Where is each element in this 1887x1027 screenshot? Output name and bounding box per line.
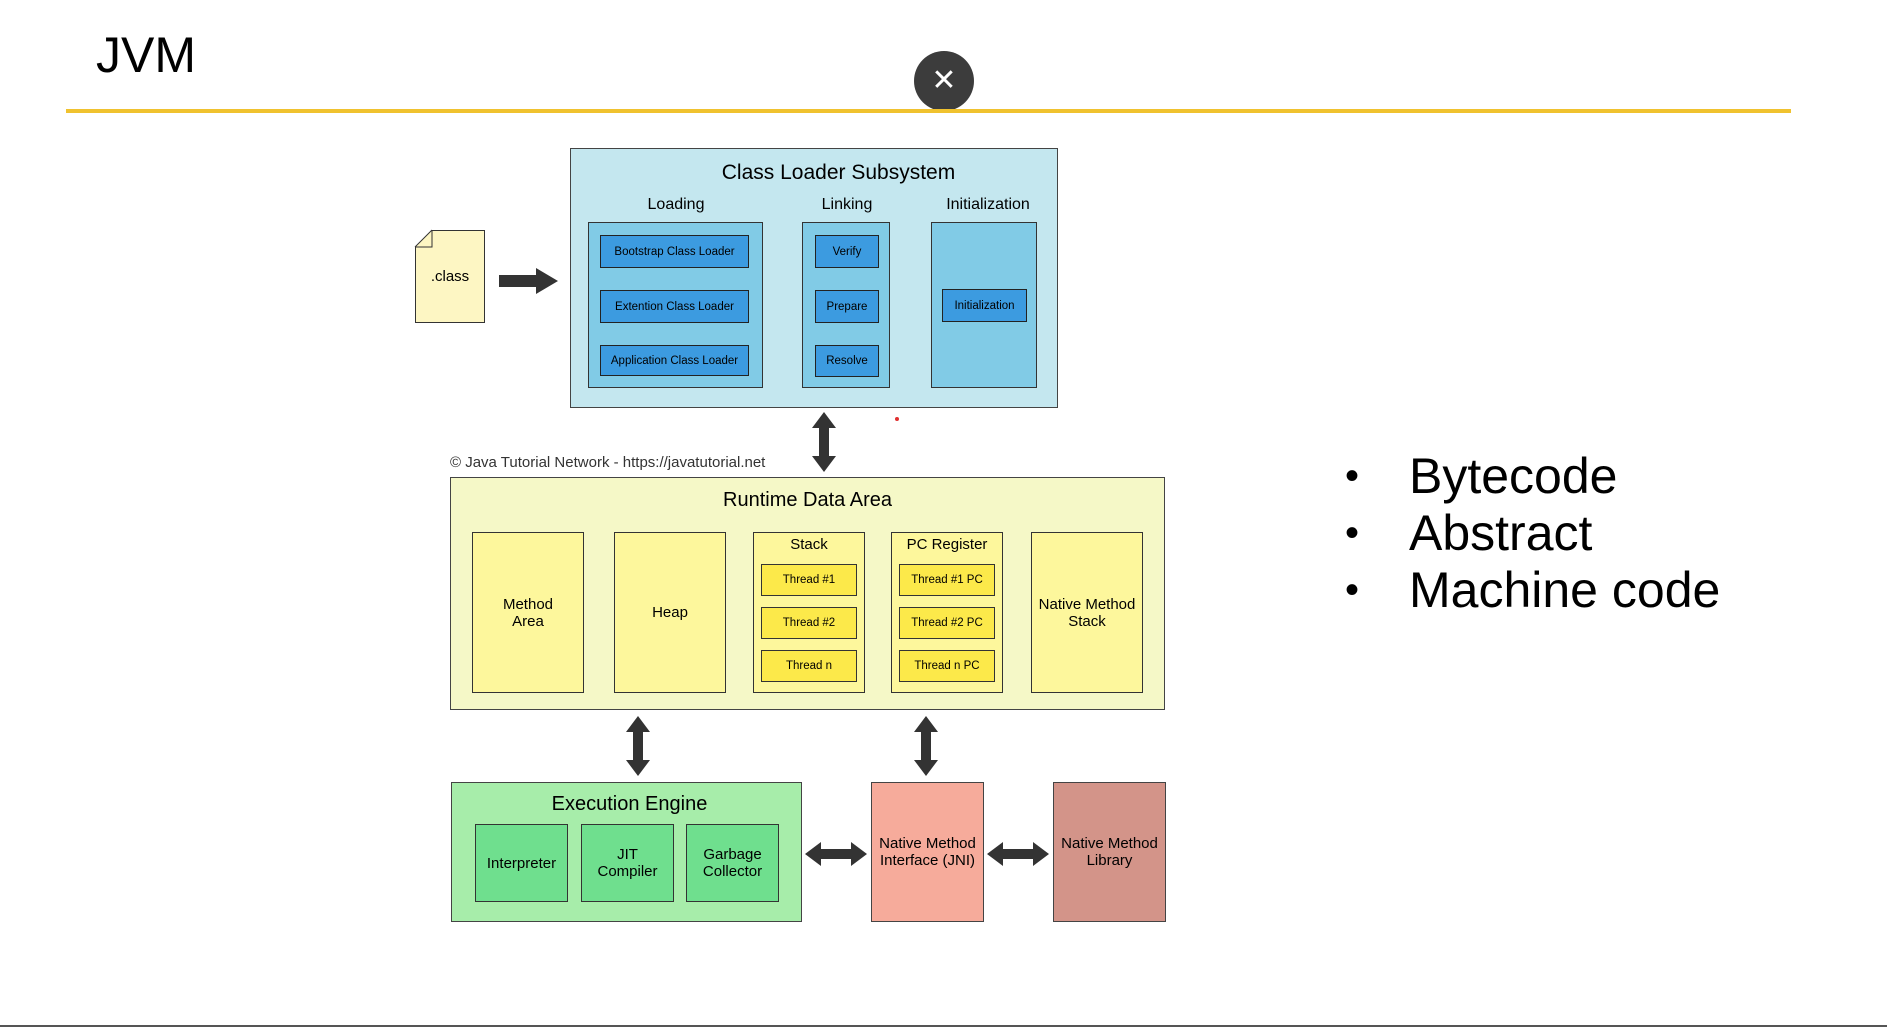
class-file-icon: .class <box>415 230 485 323</box>
verify-box: Verify <box>815 235 879 268</box>
jni-label: Native Method Interface (JNI) <box>879 835 976 869</box>
prepare-box: Prepare <box>815 290 879 323</box>
interpreter-box: Interpreter <box>475 824 568 902</box>
resolve-box: Resolve <box>815 345 879 377</box>
pc-thread-n: Thread n PC <box>899 650 995 682</box>
class-file-label: .class <box>430 268 470 285</box>
method-area-label: Method Area <box>502 595 554 630</box>
linking-label: Linking <box>821 196 873 213</box>
initialization-label: Initialization <box>946 196 1030 213</box>
initialization-box: Initialization <box>942 289 1027 322</box>
bullet-item: Abstract <box>1345 505 1720 562</box>
native-method-library: Native Method Library <box>1053 782 1166 922</box>
application-class-loader: Application Class Loader <box>600 345 749 376</box>
extention-class-loader: Extention Class Loader <box>600 290 749 323</box>
arrow-file-to-loader <box>499 268 558 294</box>
bullet-list: Bytecode Abstract Machine code <box>1345 448 1720 619</box>
pc-thread-2: Thread #2 PC <box>899 607 995 639</box>
pc-register-label: PC Register <box>906 535 988 553</box>
arrow-execution-jni <box>805 842 867 866</box>
native-method-interface: Native Method Interface (JNI) <box>871 782 984 922</box>
close-icon: ✕ <box>931 64 957 97</box>
arrow-jni-library <box>987 842 1049 866</box>
garbage-collector-box: Garbage Collector <box>686 824 779 902</box>
title-divider <box>66 109 1791 113</box>
pointer-dot <box>895 417 899 421</box>
copyright-text: © Java Tutorial Network - https://javatu… <box>450 454 766 471</box>
bullet-item: Machine code <box>1345 562 1720 619</box>
stack-thread-1: Thread #1 <box>761 564 857 596</box>
bottom-border <box>0 1025 1887 1027</box>
arrow-runtime-jni <box>914 716 938 776</box>
native-method-stack: Native Method Stack <box>1031 532 1143 693</box>
pc-thread-1: Thread #1 PC <box>899 564 995 596</box>
bullet-item: Bytecode <box>1345 448 1720 505</box>
native-library-label: Native Method Library <box>1061 835 1158 869</box>
native-method-stack-label: Native Method Stack <box>1038 595 1136 630</box>
slide-title: JVM <box>96 27 196 83</box>
stack-label: Stack <box>790 535 828 553</box>
heap: Heap <box>614 532 726 693</box>
jit-compiler-label: JIT Compiler <box>597 846 658 880</box>
execution-engine-title: Execution Engine <box>551 792 708 815</box>
class-loader-title: Class Loader Subsystem <box>721 161 956 184</box>
stack-thread-n: Thread n <box>761 650 857 682</box>
arrow-loader-runtime <box>812 412 836 472</box>
runtime-data-area-title: Runtime Data Area <box>723 488 892 511</box>
close-button[interactable]: ✕ <box>914 51 974 111</box>
jit-compiler-box: JIT Compiler <box>581 824 674 902</box>
arrow-runtime-execution <box>626 716 650 776</box>
loading-label: Loading <box>647 196 705 213</box>
garbage-collector-label: Garbage Collector <box>702 846 763 880</box>
heap-label: Heap <box>652 604 688 621</box>
file-fold <box>415 230 433 248</box>
stack-thread-2: Thread #2 <box>761 607 857 639</box>
bootstrap-class-loader: Bootstrap Class Loader <box>600 235 749 268</box>
method-area: Method Area <box>472 532 584 693</box>
